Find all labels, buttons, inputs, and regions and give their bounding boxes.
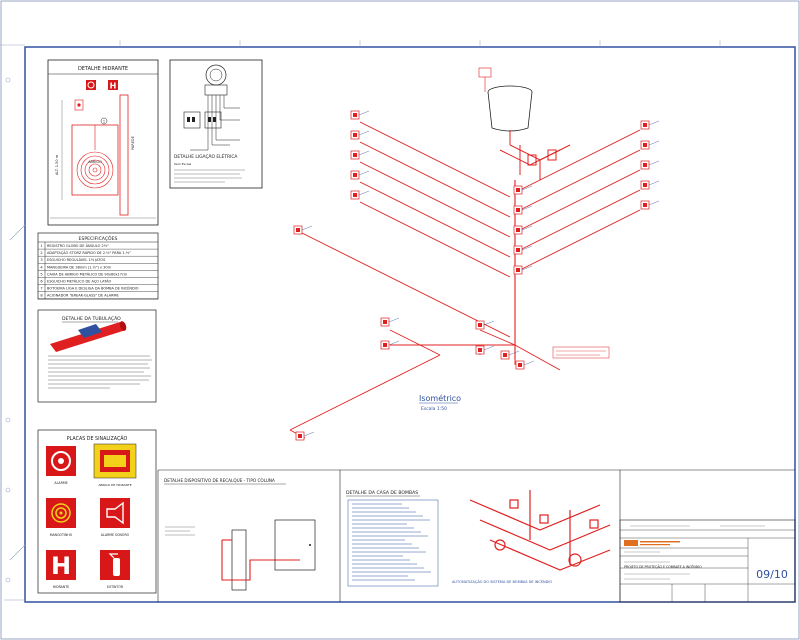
hydrant-marker-icon bbox=[513, 265, 533, 275]
frame-ticks bbox=[119, 40, 721, 47]
isometric-note-box bbox=[552, 346, 610, 359]
fold-marks bbox=[0, 44, 26, 601]
hydrant-marker-icon bbox=[295, 431, 315, 441]
hydrant-marker-icon bbox=[350, 150, 370, 160]
hydrant-marker-icon bbox=[640, 200, 660, 210]
signage-title: PLACAS DE SINALIZAÇÃO bbox=[67, 435, 128, 442]
electric-detail: DETALHE LIGAÇÃO ELÉTRICA Sem Escala bbox=[169, 59, 263, 189]
hydrant-marker-icon bbox=[380, 340, 400, 350]
spec-number: 5 bbox=[40, 272, 42, 276]
spec-number: 2 bbox=[40, 251, 42, 255]
sign-label-hydrant: HIDRANTE bbox=[53, 585, 69, 589]
spec-number: 7 bbox=[40, 287, 42, 291]
pipe-detail: DETALHE DA TUBULAÇÃO bbox=[37, 309, 157, 403]
hydrant-marker-icon bbox=[513, 225, 533, 235]
title-block: PROJETO DE PROTEÇÃO E COMBATE A INCÊNDIO… bbox=[619, 519, 796, 603]
hydrant-marker-icon bbox=[513, 185, 533, 195]
hydrant-marker-icon bbox=[350, 110, 370, 120]
hydrant-marker-icon bbox=[513, 245, 533, 255]
sign-label-hydrant-box: ABRIGO DE HIDRANTE bbox=[98, 483, 131, 487]
valve-cluster bbox=[499, 130, 571, 180]
hydrant-marker-icon bbox=[350, 130, 370, 140]
spec-text: MANGUEIRA DE 38mm (1.½") x 30m bbox=[47, 265, 112, 269]
water-tank-icon bbox=[487, 85, 533, 132]
svg-text:H: H bbox=[51, 552, 71, 580]
hydrant-sign-h-icon bbox=[108, 80, 118, 90]
hydrant-markers bbox=[293, 110, 660, 441]
spec-number: 1 bbox=[40, 244, 42, 248]
spec-text: CAIXA DE ABRIGO METÁLICO DE 90x60x17cm bbox=[47, 271, 128, 276]
electric-detail-title: DETALHE LIGAÇÃO ELÉTRICA bbox=[174, 152, 237, 160]
device-detail: DETALHE DISPOSITIVO DE RECALQUE - TIPO C… bbox=[164, 478, 316, 591]
specifications-rows: 1 REGISTRO GLOBO DE ÂNGULO 2½" 2 ADAPTAÇÃO … bbox=[38, 243, 158, 299]
sheet-number: 09/10 bbox=[756, 568, 788, 581]
spec-number: 3 bbox=[40, 258, 42, 262]
spec-text: REGISTRO GLOBO DE ÂNGULO 2½" bbox=[47, 243, 109, 248]
svg-text:1: 1 bbox=[103, 120, 105, 124]
spec-text: BOTOEIRA LIGA E DESLIGA DA BOMBA DE INCÊ… bbox=[47, 286, 139, 291]
spec-text: ADAPTAÇÃO STORZ RÁPIDO DE 2.½" PARA 1.½" bbox=[47, 250, 131, 255]
device-column-icon bbox=[231, 529, 247, 591]
pump-house-caption: AUTOMATIZAÇÃO DO SISTEMA DE BOMBAS DE IN… bbox=[452, 579, 552, 584]
company-logo bbox=[624, 540, 638, 546]
hydrant-box-label: ABRIGO bbox=[88, 160, 102, 164]
right-branch-pipes bbox=[519, 129, 641, 271]
isometric-title: Isométrico bbox=[419, 393, 461, 403]
svg-text:H: H bbox=[110, 82, 117, 91]
sign-hydrant-h-icon bbox=[46, 550, 76, 580]
hydrant-detail: DETALHE HIDRANTE H ALT. 1.50 m 1 ABRIGO … bbox=[47, 59, 159, 226]
isometric-scale: Escala 1:50 bbox=[421, 406, 447, 412]
hydrant-marker-icon bbox=[640, 180, 660, 190]
left-branch-pipes bbox=[301, 121, 511, 338]
device-detail-title: DETALHE DISPOSITIVO DE RECALQUE - TIPO C… bbox=[164, 478, 275, 483]
pump-house-title: DETALHE DA CASA DE BOMBAS bbox=[346, 490, 418, 496]
sign-siren-icon bbox=[100, 498, 130, 528]
sign-label-alarm: ALARME bbox=[54, 481, 67, 485]
sign-label-hose-reel: MANGOTINHO bbox=[50, 533, 73, 537]
electric-detail-scale: Sem Escala bbox=[174, 162, 191, 166]
hydrant-wall bbox=[119, 94, 129, 216]
hydrant-wall-label: PAREDE bbox=[131, 136, 135, 150]
pump-house-list bbox=[352, 503, 431, 581]
spec-text: ACIONADOR "BREAK-GLASS" DE ALARME bbox=[47, 294, 119, 298]
hydrant-marker-icon bbox=[350, 190, 370, 200]
hose-reel-icon bbox=[76, 125, 114, 189]
pipe-section-icon bbox=[50, 322, 126, 352]
svg-text:ALT. 1.50 m: ALT. 1.50 m bbox=[55, 154, 59, 175]
pump-piping-drawing bbox=[469, 490, 611, 571]
spec-text: ESGUICHO METÁLICO DE AÇO LATÃO bbox=[47, 279, 111, 284]
specifications-table: ESPECIFICAÇÕES 1 REGISTRO GLOBO DE ÂNGULO… bbox=[37, 232, 159, 300]
isometric-diagram: Isométrico Escala 1:50 bbox=[289, 67, 660, 441]
pump-house-detail: DETALHE DA CASA DE BOMBAS AUTOMATIZAÇÃO … bbox=[346, 490, 611, 587]
specifications-title: ESPECIFICAÇÕES bbox=[79, 235, 118, 242]
hydrant-detail-title: DETALHE HIDRANTE bbox=[78, 66, 128, 72]
hydrant-marker-icon bbox=[500, 350, 520, 360]
hydrant-marker-icon bbox=[293, 225, 313, 235]
sign-label-extinguisher: EXTINTOR bbox=[107, 585, 124, 589]
title-block-project: PROJETO DE PROTEÇÃO E COMBATE A INCÊNDIO bbox=[624, 564, 702, 569]
spec-text: ESGUICHO REGULÁVEL 1½ JATOS bbox=[47, 257, 106, 262]
hydrant-marker-icon bbox=[350, 170, 370, 180]
sign-label-siren: ALARME SONORO bbox=[101, 533, 130, 537]
hydrant-marker-icon bbox=[513, 205, 533, 215]
hydrant-sign-alarm-icon bbox=[86, 80, 96, 90]
hydrant-marker-icon bbox=[515, 360, 535, 370]
pipe-detail-title: DETALHE DA TUBULAÇÃO bbox=[62, 315, 121, 322]
hydrant-marker-icon bbox=[475, 320, 495, 330]
spec-number: 4 bbox=[40, 265, 43, 269]
hydrant-marker-icon bbox=[640, 120, 660, 130]
signage-panel: PLACAS DE SINALIZAÇÃO ALARME ABRIGO DE H… bbox=[37, 429, 157, 594]
spec-number: 6 bbox=[40, 280, 43, 284]
hydrant-marker-icon bbox=[640, 140, 660, 150]
spec-number: 8 bbox=[40, 294, 43, 298]
hydrant-marker-icon bbox=[380, 317, 400, 327]
hydrant-marker-icon bbox=[475, 345, 495, 355]
alarm-button-icon bbox=[74, 99, 84, 111]
hydrant-marker-icon bbox=[640, 160, 660, 170]
